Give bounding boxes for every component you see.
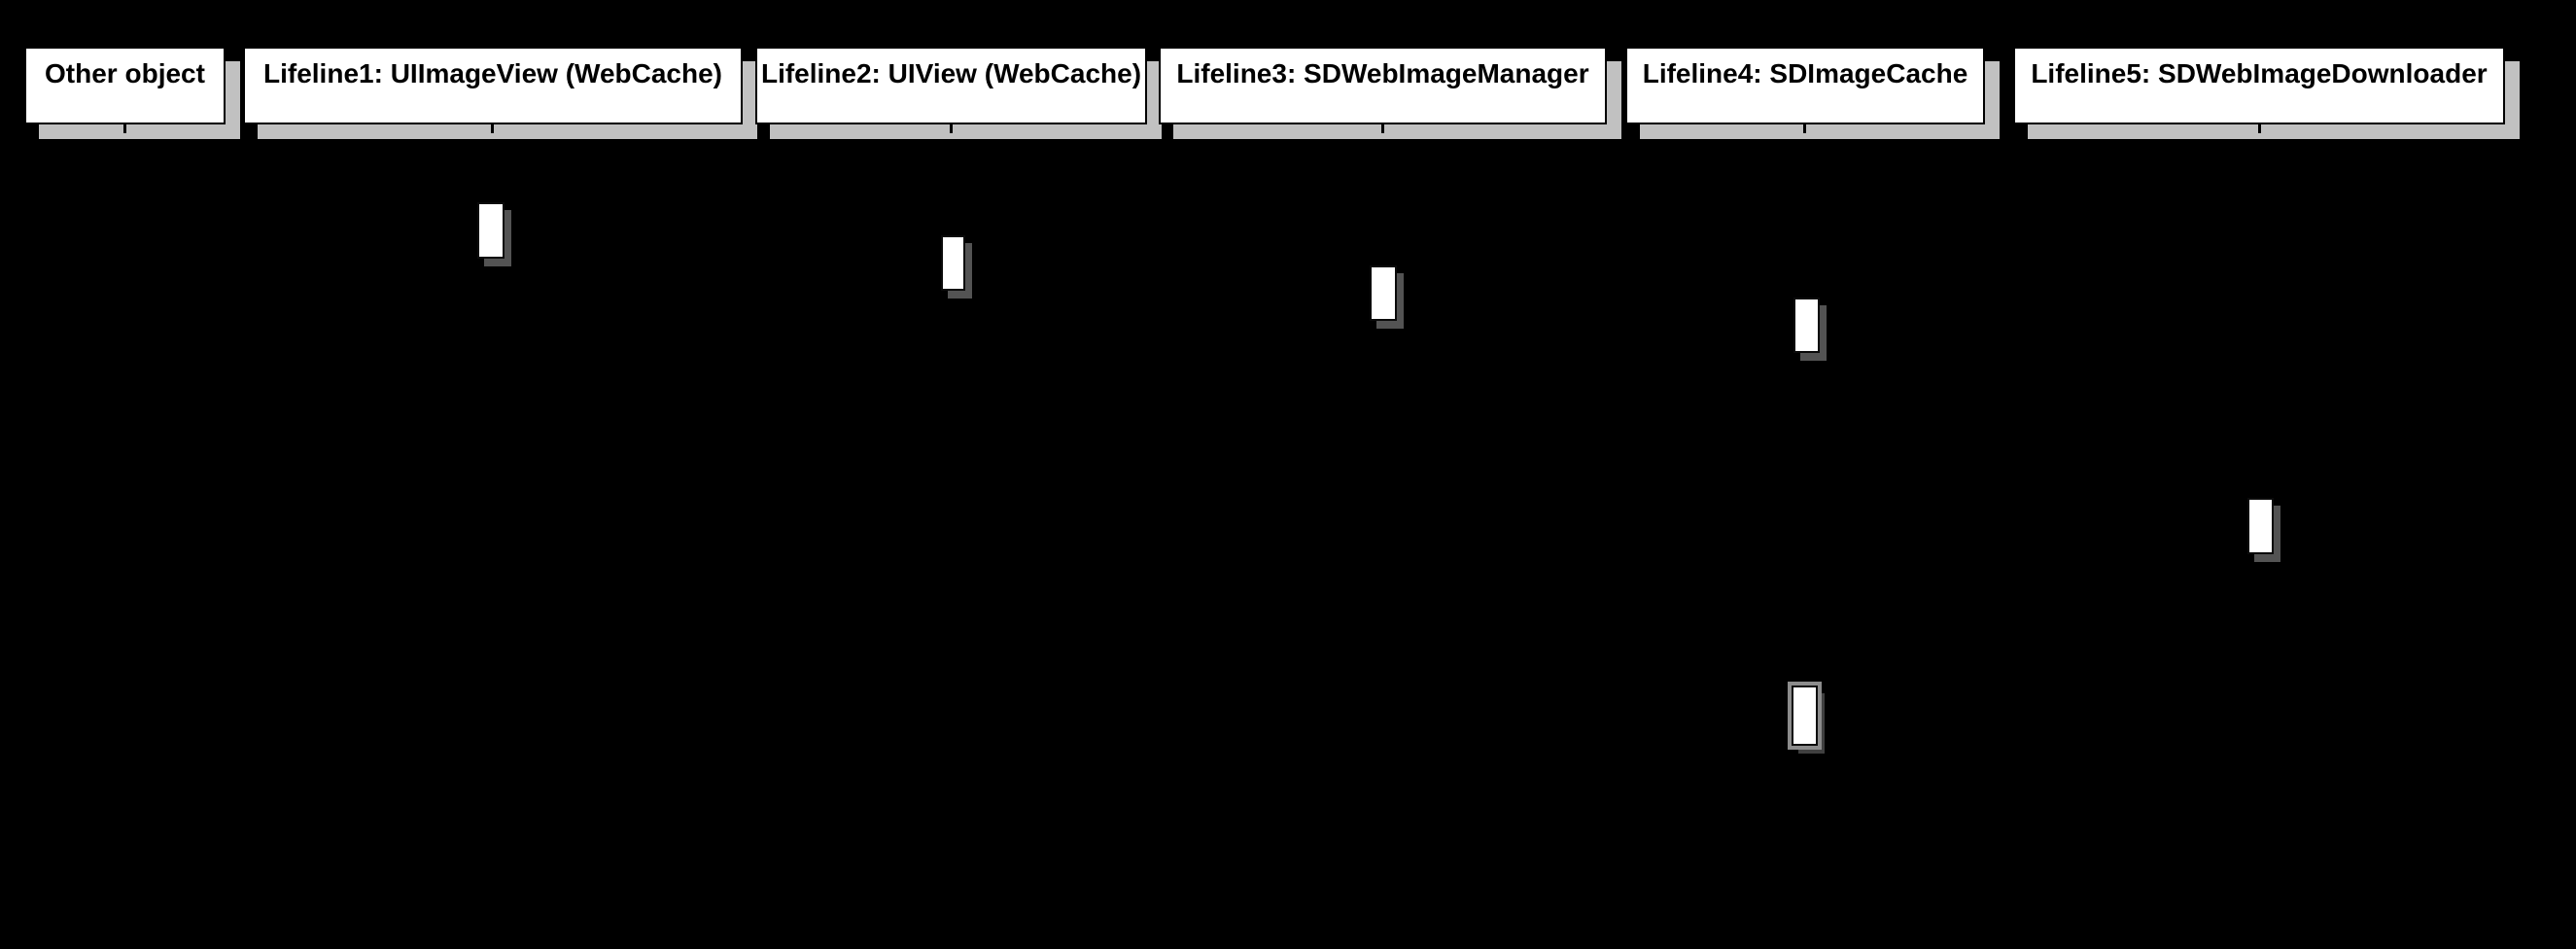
lifeline-label: Other object xyxy=(45,58,205,88)
lifeline-dashed-line-lifeline3 xyxy=(1381,124,1384,931)
activation-bar-lifeline2 xyxy=(941,235,965,291)
lifeline-head-lifeline2: Lifeline2: UIView (WebCache) xyxy=(755,47,1147,124)
activation-bar-lifeline3 xyxy=(1370,265,1397,321)
lifeline-dashed-line-lifeline2 xyxy=(950,124,953,931)
lifeline-label: Lifeline4: SDImageCache xyxy=(1642,58,1968,88)
activation-bar-lifeline5 xyxy=(2247,498,2274,554)
lifeline-label: Lifeline5: SDWebImageDownloader xyxy=(2031,58,2488,88)
lifeline-head-lifeline1: Lifeline1: UIImageView (WebCache) xyxy=(243,47,743,124)
lifeline-dashed-line-lifeline4 xyxy=(1803,124,1806,931)
activation-bar-lifeline1 xyxy=(477,202,505,259)
lifeline-label: Lifeline2: UIView (WebCache) xyxy=(760,58,1142,88)
activation-bar-lifeline4-second xyxy=(1792,685,1818,746)
lifeline-head-other-object: Other object xyxy=(24,47,226,124)
lifeline-dashed-line-other-object xyxy=(123,124,126,931)
lifeline-label: Lifeline3: SDWebImageManager xyxy=(1176,58,1589,88)
lifeline-head-lifeline3: Lifeline3: SDWebImageManager xyxy=(1159,47,1607,124)
lifeline-head-lifeline4: Lifeline4: SDImageCache xyxy=(1625,47,1985,124)
lifeline-dashed-line-lifeline1 xyxy=(491,124,494,931)
lifeline-head-lifeline5: Lifeline5: SDWebImageDownloader xyxy=(2013,47,2505,124)
lifeline-label: Lifeline1: UIImageView (WebCache) xyxy=(263,58,722,88)
activation-bar-lifeline4 xyxy=(1793,298,1820,353)
